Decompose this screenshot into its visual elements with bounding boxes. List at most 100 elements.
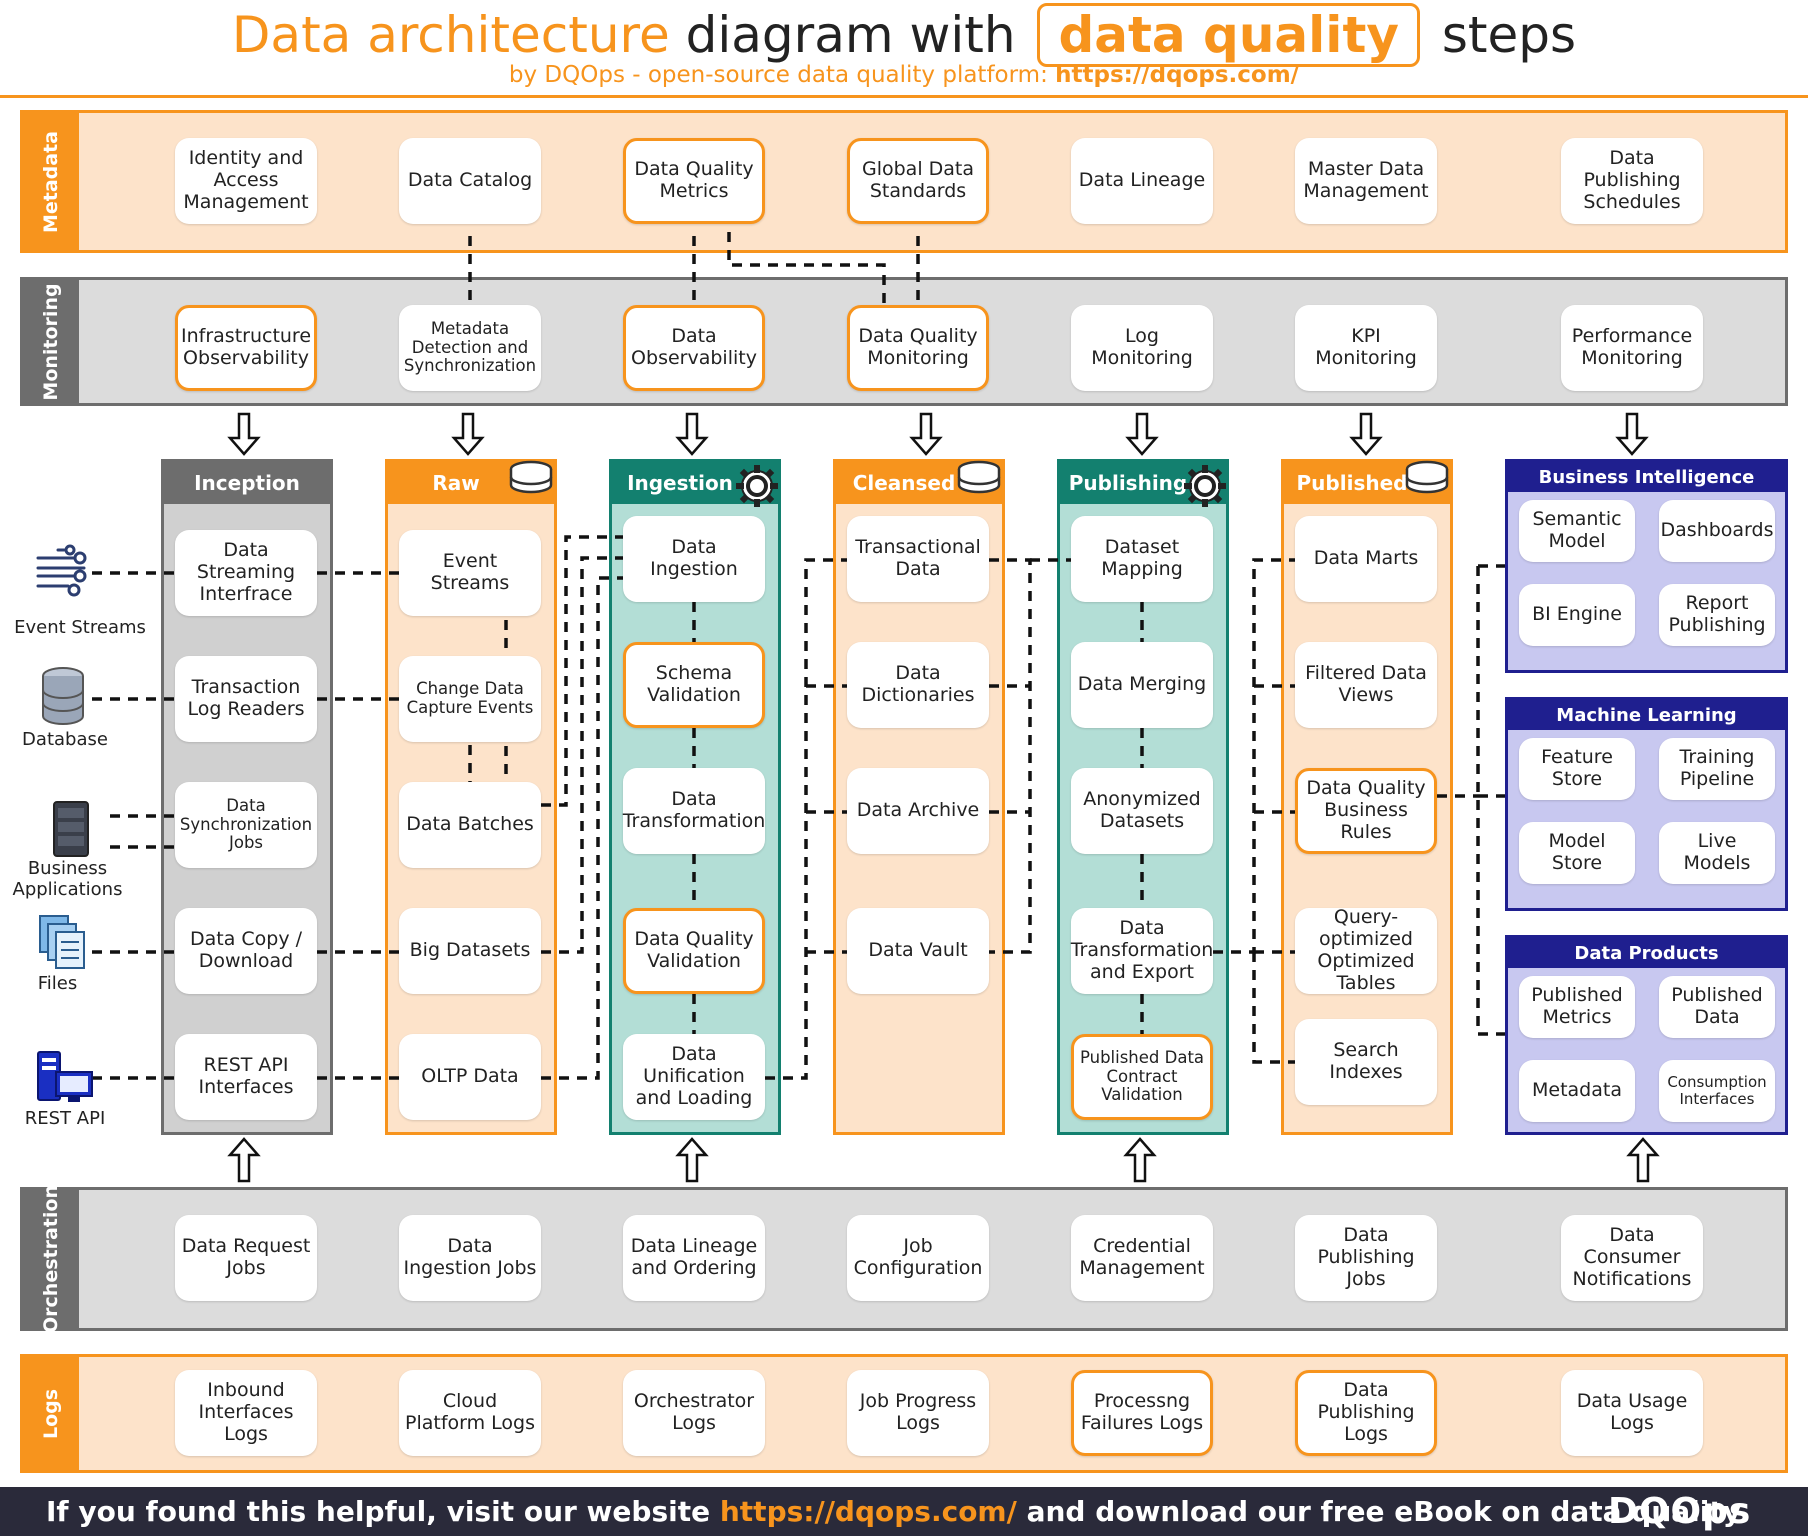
rest-api-icon <box>37 1051 93 1102</box>
orchestration-item: Data Publishing Jobs <box>1295 1215 1437 1301</box>
publishing-item: Anonymized Datasets <box>1071 768 1213 854</box>
monitoring-dq-monitoring: Data Quality Monitoring <box>847 305 989 391</box>
orchestration-item: Data Ingestion Jobs <box>399 1215 541 1301</box>
source-database: Database <box>22 729 108 750</box>
files-icon <box>39 915 85 969</box>
orchestration-item: Data Lineage and Ordering <box>623 1215 765 1301</box>
orchestration-item: Job Configuration <box>847 1215 989 1301</box>
source-rest-api: REST API <box>24 1108 106 1129</box>
cleansed-item: Data Archive <box>847 768 989 854</box>
published-item: Search Indexes <box>1295 1019 1437 1105</box>
cleansed-item: Data Dictionaries <box>847 642 989 728</box>
subtitle: by DQOps - open-source data quality plat… <box>0 62 1808 88</box>
monitoring-band-label: Monitoring <box>23 280 79 403</box>
title-part-2: diagram with <box>685 6 1016 64</box>
footer-suffix: and download our free eBook on data qual… <box>1026 1495 1742 1528</box>
ingestion-item: Data Unification and Loading <box>623 1034 765 1120</box>
monitoring-kpi: KPI Monitoring <box>1295 305 1437 391</box>
logs-item: Job Progress Logs <box>847 1370 989 1456</box>
metadata-dq-metrics: Data Quality Metrics <box>623 138 765 224</box>
event-streams-icon <box>36 544 87 597</box>
logs-item-processing-failures: Processng Failures Logs <box>1071 1370 1213 1456</box>
metadata-identity-access: Identity and Access Management <box>175 138 317 224</box>
title-highlight: data quality <box>1037 3 1420 67</box>
ml-header: Machine Learning <box>1508 700 1785 730</box>
metadata-data-catalog: Data Catalog <box>399 138 541 224</box>
database-icon <box>42 667 84 725</box>
gear-icon <box>1184 465 1226 507</box>
ingestion-item: Data Transformation <box>623 768 765 854</box>
data-products-header: Data Products <box>1508 938 1785 968</box>
logs-item: Cloud Platform Logs <box>399 1370 541 1456</box>
database-icon <box>509 460 553 494</box>
raw-item: OLTP Data <box>399 1034 541 1120</box>
metadata-data-lineage: Data Lineage <box>1071 138 1213 224</box>
monitoring-data-observability: Data Observability <box>623 305 765 391</box>
title-divider <box>0 95 1808 98</box>
monitoring-metadata-detection: Metadata Detection and Synchronization <box>399 305 541 391</box>
dp-item: Consumption Interfaces <box>1659 1060 1775 1122</box>
ingestion-item-schema-validation: Schema Validation <box>623 642 765 728</box>
inception-header: Inception <box>164 462 330 504</box>
inception-item: Transaction Log Readers <box>175 656 317 742</box>
publishing-item: Dataset Mapping <box>1071 516 1213 602</box>
published-item-dq-rules: Data Quality Business Rules <box>1295 768 1437 854</box>
orchestration-band-label: Orchestration <box>23 1185 79 1333</box>
metadata-global-standards: Global Data Standards <box>847 138 989 224</box>
inception-item: Data Copy / Download <box>175 908 317 994</box>
metadata-master-data: Master Data Management <box>1295 138 1437 224</box>
cleansed-item: Data Vault <box>847 908 989 994</box>
orchestration-item: Credential Management <box>1071 1215 1213 1301</box>
raw-item: Change Data Capture Events <box>399 656 541 742</box>
subtitle-link[interactable]: https://dqops.com/ <box>1055 62 1300 88</box>
database-icon <box>1405 460 1449 494</box>
title-part-4: steps <box>1441 6 1577 64</box>
published-item: Data Marts <box>1295 516 1437 602</box>
footer: If you found this helpful, visit our web… <box>0 1487 1808 1536</box>
bi-item: BI Engine <box>1519 584 1635 646</box>
source-files: Files <box>37 973 78 994</box>
bi-item: Semantic Model <box>1519 500 1635 562</box>
raw-item: Event Streams <box>399 530 541 616</box>
ingestion-item-dq-validation: Data Quality Validation <box>623 908 765 994</box>
published-item: Filtered Data Views <box>1295 642 1437 728</box>
monitoring-performance: Performance Monitoring <box>1561 305 1703 391</box>
ingestion-item: Data Ingestion <box>623 516 765 602</box>
published-item: Query-optimized Optimized Tables <box>1295 906 1437 994</box>
ml-item: Feature Store <box>1519 738 1635 800</box>
publishing-item: Data Merging <box>1071 642 1213 728</box>
footer-link[interactable]: https://dqops.com/ <box>719 1495 1017 1528</box>
database-icon <box>957 460 1001 494</box>
monitoring-infrastructure: Infrastructure Observability <box>175 305 317 391</box>
cleansed-item: Transactional Data <box>847 516 989 602</box>
monitoring-log: Log Monitoring <box>1071 305 1213 391</box>
orchestration-item: Data Consumer Notifications <box>1561 1215 1703 1301</box>
bi-header: Business Intelligence <box>1508 462 1785 492</box>
source-business-applications: Business Applications <box>12 858 123 900</box>
logs-band-label: Logs <box>23 1357 79 1470</box>
ml-item: Live Models <box>1659 822 1775 884</box>
bi-item: Report Publishing <box>1659 584 1775 646</box>
bi-item: Dashboards <box>1659 500 1775 562</box>
logs-item: Orchestrator Logs <box>623 1370 765 1456</box>
title-part-1: Data architecture <box>231 6 670 64</box>
page-title: Data architecture diagram with data qual… <box>0 3 1808 67</box>
publishing-item-contract-validation: Published Data Contract Validation <box>1071 1034 1213 1120</box>
raw-item: Big Datasets <box>399 908 541 994</box>
inception-item: REST API Interfaces <box>175 1034 317 1120</box>
metadata-band-label: Metadata <box>23 113 79 250</box>
logs-item: Inbound Interfaces Logs <box>175 1370 317 1456</box>
ml-item: Training Pipeline <box>1659 738 1775 800</box>
ml-item: Model Store <box>1519 822 1635 884</box>
dqops-logo: DQOps <box>1608 1491 1752 1532</box>
dp-item: Metadata <box>1519 1060 1635 1122</box>
source-event-streams: Event Streams <box>14 617 146 638</box>
dp-item: Published Metrics <box>1519 976 1635 1038</box>
raw-item: Data Batches <box>399 782 541 868</box>
subtitle-prefix: by DQOps - open-source data quality plat… <box>508 62 1048 88</box>
footer-prefix: If you found this helpful, visit our web… <box>46 1495 711 1528</box>
gear-icon <box>736 465 778 507</box>
logs-item-publishing-logs: Data Publishing Logs <box>1295 1370 1437 1456</box>
inception-item: Data Streaming Interfrace <box>175 530 317 616</box>
